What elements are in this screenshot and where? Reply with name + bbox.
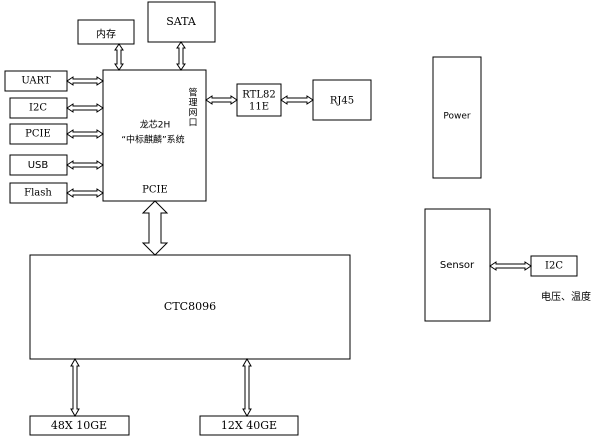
power-label: Power [443, 112, 471, 122]
port-40ge-label: 12X 40GE [221, 419, 277, 432]
sata-box [147, 1, 216, 43]
rj45-label: RJ45 [330, 96, 354, 107]
ctc8096-box [29, 254, 351, 360]
rtl8211e-label-1: RTL82 [242, 90, 275, 101]
rtl8211e-box [236, 83, 282, 117]
sensor-label: Sensor [440, 260, 475, 271]
memory-box [77, 19, 135, 45]
i2c-label-left: I2C [29, 103, 47, 114]
pcie-label-left: PCIE [25, 129, 51, 140]
usb-label: USB [28, 160, 49, 171]
usb-cpu-arrow [66, 160, 104, 170]
cpu-pcie-label: PCIE [142, 185, 168, 196]
ctc8096-label: CTC8096 [164, 300, 216, 313]
uart-cpu-arrow [66, 76, 104, 86]
uart-label: UART [21, 76, 51, 87]
rtl-rj45-arrow [280, 95, 314, 105]
sensor-note-label: 电压、温度 [541, 290, 591, 303]
cpu-ctc8096-arrow [141, 200, 169, 256]
memory-label: 内存 [96, 28, 116, 41]
cpu-name-label: 龙芯2H [140, 119, 171, 131]
connector-arrows [66, 41, 532, 418]
memory-cpu-arrow [114, 43, 124, 71]
port-10ge-box [29, 415, 130, 436]
ctc8096-10ge-arrow [70, 357, 80, 418]
rj45-box [312, 79, 372, 121]
port-10ge-label: 48X 10GE [51, 419, 107, 432]
flash-cpu-arrow [66, 188, 104, 198]
cpu-os-label: “中标麒麟”系统 [121, 134, 184, 146]
flash-label: Flash [24, 188, 52, 199]
sata-cpu-arrow [176, 41, 186, 71]
mgmt-port-char-3: 网 [188, 108, 197, 119]
cpu-rtl-arrow [205, 95, 238, 105]
sensor-i2c-arrow [489, 261, 532, 271]
cpu-box [102, 69, 207, 202]
rtl8211e-label-2: 11E [249, 102, 269, 113]
mgmt-port-char-2: 理 [188, 98, 197, 109]
mgmt-port-char-1: 管 [188, 87, 197, 99]
ctc8096-40ge-arrow [242, 357, 252, 418]
sensor-box [424, 208, 491, 322]
mgmt-port-char-4: 口 [188, 119, 197, 129]
port-40ge-box [199, 415, 299, 436]
i2c-cpu-arrow [66, 103, 104, 113]
pcie-cpu-arrow [66, 129, 104, 139]
power-box [432, 56, 482, 179]
sata-label: SATA [166, 15, 197, 28]
i2c-label-right: I2C [545, 261, 563, 272]
